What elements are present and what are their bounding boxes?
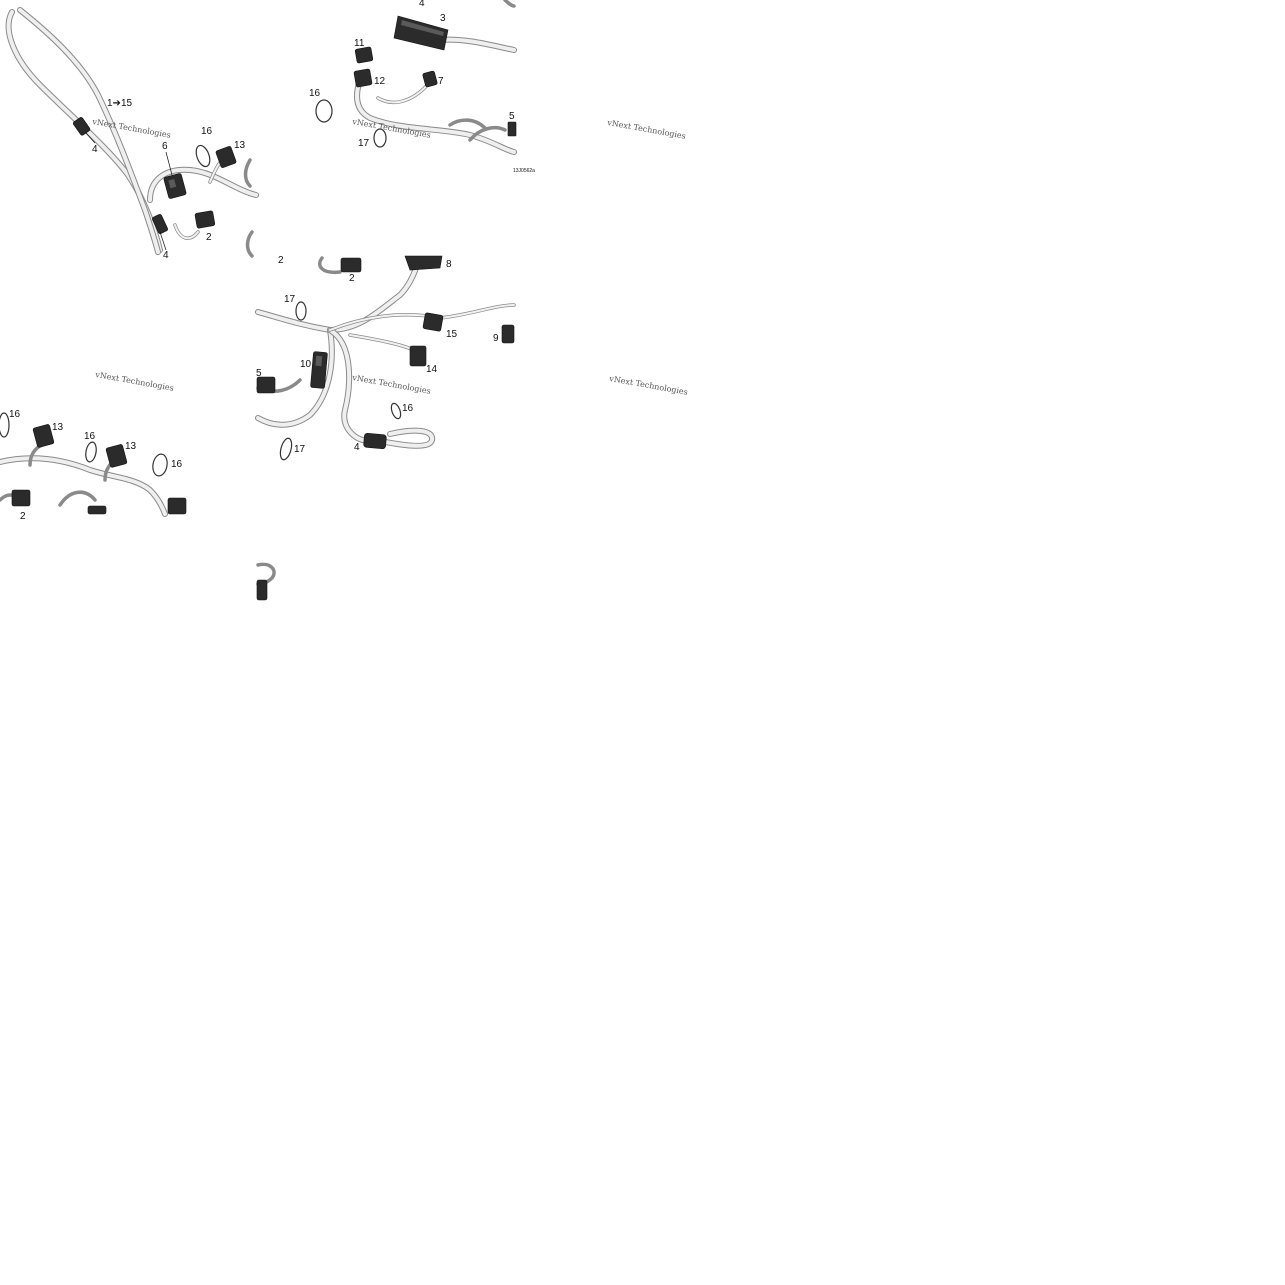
callout-12: 12 [374, 76, 386, 87]
callout-17-b: 17 [284, 294, 296, 305]
callout-13-a: 13 [234, 140, 246, 151]
callouts-tile-b: 4 3 11 12 7 16 17 5 13J0562a [309, 0, 535, 174]
connector-6 [163, 173, 187, 199]
connector-2b [340, 257, 362, 273]
callout-4-a: 4 [92, 144, 98, 155]
clamp-ring-16c [390, 402, 402, 420]
callout-13-b: 13 [52, 422, 64, 433]
connector-2a [194, 210, 216, 229]
callout-range: 1➔15 [107, 98, 133, 109]
connector-4b [152, 214, 168, 234]
clamp-ring-16b [315, 99, 333, 123]
clamp-ring-16f [152, 453, 168, 477]
main-harness-loop [5, 7, 163, 255]
watermark-text-b: vNext Technologies [351, 117, 432, 140]
watermark-text-d: vNext Technologies [94, 370, 175, 393]
callout-6: 6 [162, 141, 168, 152]
callouts-tile-g: 16 13 16 13 16 2 [9, 409, 183, 522]
callout-2-a: 2 [206, 232, 212, 243]
clamp-ring-17a [373, 128, 387, 148]
tile-bottom-left: 16 13 16 13 16 2 [0, 409, 187, 522]
callout-7: 7 [438, 76, 444, 87]
watermark-text-c: vNext Technologies [606, 118, 687, 141]
tile-top-middle: 4 3 11 12 7 16 17 5 13J0562a vNext Techn… [309, 0, 535, 174]
connector-3-ecu [393, 15, 449, 51]
connector-14 [409, 345, 427, 367]
connector-9 [501, 324, 515, 344]
tile-top-left: 1➔15 4 6 16 13 2 4 vNext Technologies [5, 7, 259, 261]
callout-17-c: 17 [294, 444, 306, 455]
connector-fragment [256, 579, 268, 601]
callout-17-a: 17 [358, 138, 370, 149]
connector-13c [105, 444, 128, 468]
tile-top-right: vNext Technologies [606, 118, 687, 141]
clamp-ring-16d [0, 412, 10, 438]
callout-11: 11 [354, 38, 365, 49]
connector-bottom-right [167, 497, 187, 515]
branch-harness [147, 156, 259, 258]
connector-13b [32, 424, 55, 448]
watermark-a: vNext Technologies [91, 117, 172, 140]
callout-16-f: 16 [171, 459, 183, 470]
watermark-b: vNext Technologies [351, 117, 432, 140]
reference-code: 13J0562a [513, 168, 535, 174]
ecu-harness [354, 0, 517, 155]
connector-13a [215, 146, 237, 168]
callouts-tile-a: 1➔15 4 6 16 13 2 4 [84, 98, 246, 261]
tile-center: 2 2 8 17 15 9 10 14 5 16 17 4 vNext Tech… [255, 255, 516, 461]
callout-4-b: 4 [163, 250, 169, 261]
watermark-text-f: vNext Technologies [608, 374, 689, 397]
watermark-text-e: vNext Technologies [351, 373, 432, 396]
callout-4-c: 4 [419, 0, 425, 9]
callout-5-a: 5 [509, 111, 515, 122]
callout-8: 8 [446, 259, 452, 270]
connector-5b [256, 376, 276, 394]
callout-2-d: 2 [20, 511, 26, 522]
connector-4d [363, 433, 387, 449]
callout-13-c: 13 [125, 441, 137, 452]
callout-14: 14 [426, 364, 438, 375]
watermark-e: vNext Technologies [351, 373, 432, 396]
callout-16-d: 16 [9, 409, 21, 420]
callout-15: 15 [446, 329, 458, 340]
connector-10 [310, 351, 328, 389]
clamp-ring-16a [195, 144, 211, 168]
watermark-text-a: vNext Technologies [91, 117, 172, 140]
callout-5-b: 5 [256, 368, 262, 379]
connector-2d [11, 489, 31, 507]
connector-8 [404, 255, 443, 271]
callout-4-d: 4 [354, 442, 360, 453]
callout-2-b: 2 [278, 255, 284, 266]
clamp-ring-17c [279, 437, 293, 461]
callout-3: 3 [440, 13, 446, 24]
connector-15 [422, 312, 444, 332]
connector-7 [422, 70, 438, 88]
center-harness [255, 256, 516, 449]
connector-12 [353, 68, 373, 88]
connector-11 [354, 46, 374, 64]
tile-middle-right: vNext Technologies [608, 374, 689, 397]
tile-middle-left: vNext Technologies [94, 370, 175, 393]
callout-16-e: 16 [84, 431, 96, 442]
callout-16-a: 16 [201, 126, 213, 137]
connector-5a [507, 121, 517, 137]
clamp-ring-16e [85, 441, 97, 463]
connector-bottom-small [87, 505, 107, 515]
callout-2-c: 2 [349, 273, 355, 284]
callouts-tile-e: 2 2 8 17 15 9 10 14 5 16 17 4 [256, 255, 499, 455]
callout-16-c: 16 [402, 403, 414, 414]
callout-9: 9 [493, 333, 499, 344]
injector-harness [0, 443, 168, 517]
tile-fragment [256, 562, 276, 601]
callout-10: 10 [300, 359, 312, 370]
callout-16-b: 16 [309, 88, 321, 99]
clamp-ring-17b [295, 301, 307, 321]
